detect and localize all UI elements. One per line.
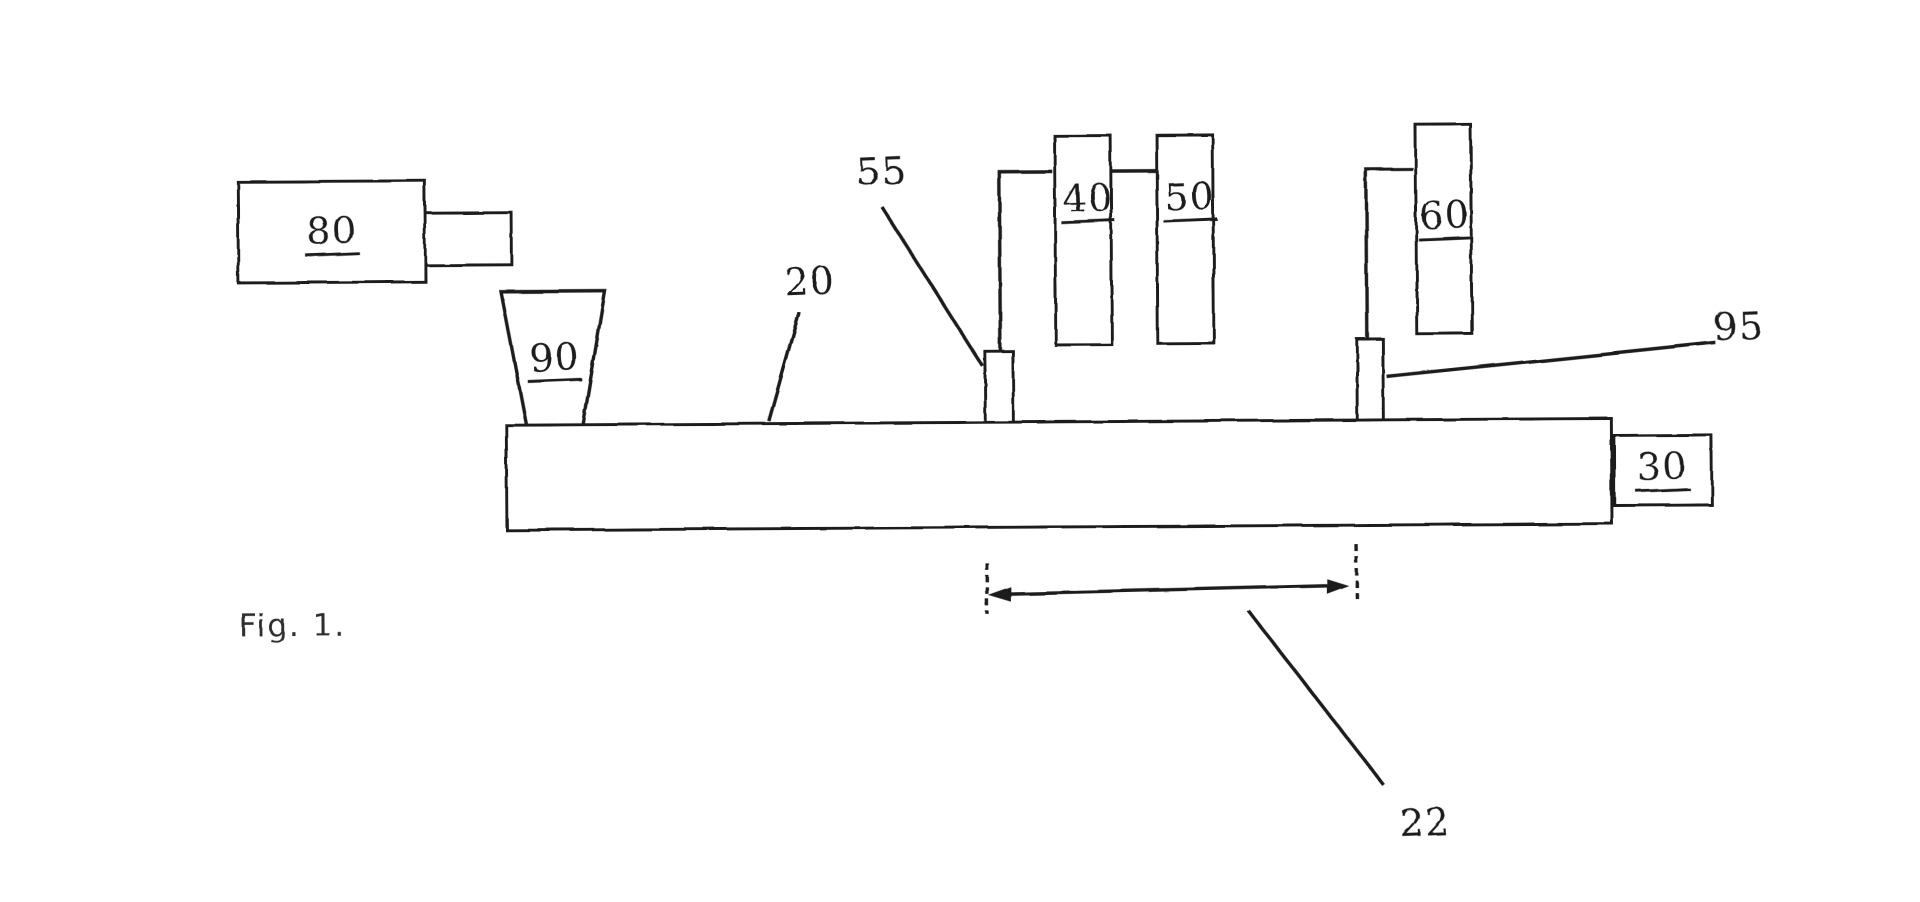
component-box-50 [1155,133,1216,345]
label-95: 95 [1712,303,1765,350]
label-40: 40 [1059,175,1116,225]
leader-line-22 [1246,609,1386,787]
pipe-55-to-40 [997,169,1053,351]
label-55: 55 [855,148,908,195]
label-30: 30 [1634,444,1691,493]
small-box-55-on-bar [983,349,1015,424]
label-50: 50 [1161,174,1218,223]
dimension-arrowhead-right [1326,578,1349,594]
component-box-80-side-tab [423,210,513,267]
component-box-40 [1053,134,1114,347]
leader-line-55 [880,205,984,367]
main-bar-20 [504,417,1614,532]
label-60: 60 [1416,192,1473,242]
pipe-95-to-60 [1364,167,1414,338]
label-22: 22 [1398,799,1451,846]
leader-line-95 [1386,340,1716,379]
figure-caption: Fig. 1. [238,607,347,645]
label-90: 90 [526,334,583,384]
leader-line-20 [767,311,801,422]
label-20: 20 [784,258,837,305]
label-80: 80 [303,208,360,257]
small-box-95-on-bar [1355,337,1385,422]
dimension-arrow-line [1006,584,1330,596]
dimension-arrowhead-left [987,586,1011,602]
